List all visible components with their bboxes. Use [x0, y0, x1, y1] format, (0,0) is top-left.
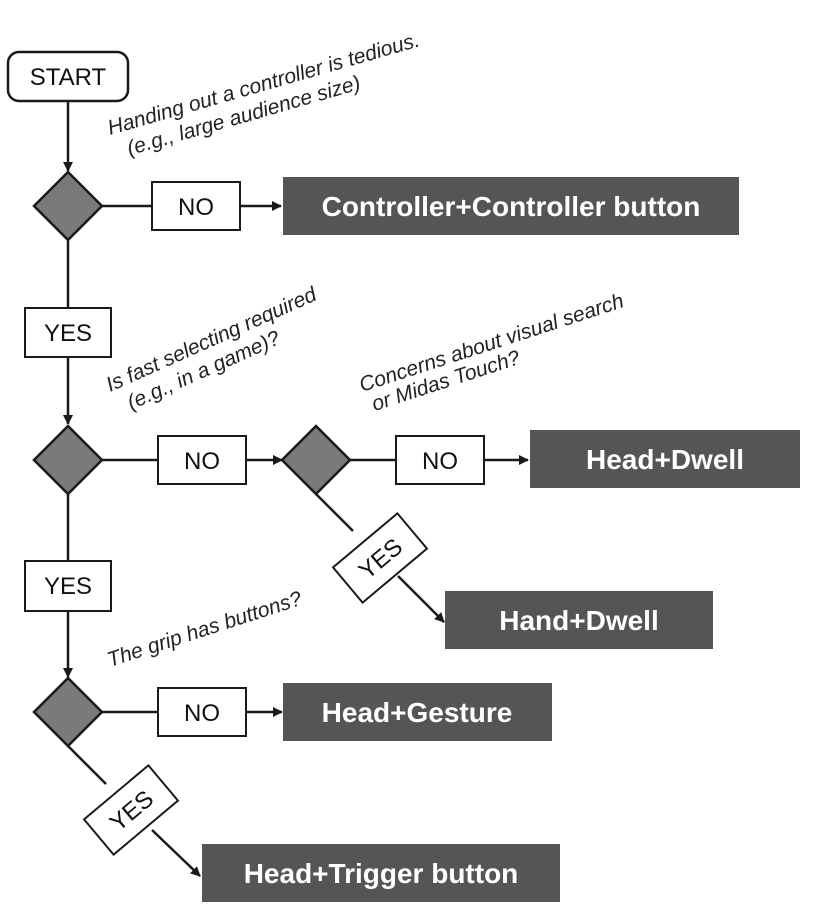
yes-label-2: YES — [44, 573, 92, 600]
result-controller: Controller+Controller button — [283, 177, 739, 235]
d3-to-yes3-connector — [315, 493, 354, 532]
yes-box-1-frame — [24, 307, 112, 358]
result-head-trigger-label: Head+Trigger button — [244, 858, 519, 889]
result-head-trigger: Head+Trigger button — [202, 844, 560, 902]
result-head-dwell-box — [530, 430, 800, 488]
result-head-dwell: Head+Dwell — [530, 430, 800, 488]
decision-diamond-1 — [32, 170, 104, 242]
question-3-line-1: Concerns about visual search — [356, 289, 626, 396]
result-head-trigger-box — [202, 844, 560, 902]
yes-box-2-frame — [24, 560, 112, 612]
d4-to-yes4-connector — [67, 745, 107, 785]
result-head-dwell-label: Head+Dwell — [586, 444, 744, 475]
yes-box-3-frame — [331, 511, 429, 605]
result-head-gesture-label: Head+Gesture — [322, 697, 513, 728]
decision-diamond-3 — [280, 424, 352, 496]
decision-diamond-2 — [32, 424, 104, 496]
question-4: The grip has buttons? — [104, 587, 305, 672]
no-label-4: NO — [184, 700, 220, 727]
result-hand-dwell-label: Hand+Dwell — [499, 605, 658, 636]
start-label: START — [30, 64, 107, 91]
yes-box-4-frame — [82, 763, 180, 857]
result-hand-dwell-box — [445, 591, 713, 649]
yes-box-4: YES — [82, 763, 180, 857]
no-box-2-frame — [157, 435, 247, 485]
result-controller-label: Controller+Controller button — [322, 191, 701, 222]
yes3-to-hand-dwell-connector — [397, 575, 445, 623]
decision-diamond-4 — [32, 676, 104, 748]
yes-box-1: YES — [24, 307, 112, 358]
question-2: Is fast selecting required (e.g., in a g… — [103, 282, 321, 414]
no-box-3: NO — [395, 435, 485, 485]
result-hand-dwell: Hand+Dwell — [445, 591, 713, 649]
no-label-3: NO — [422, 448, 458, 475]
result-head-gesture: Head+Gesture — [283, 683, 552, 741]
no-box-1-frame — [151, 181, 241, 231]
no-label-1: NO — [178, 194, 214, 221]
question-1-line-1: Handing out a controller is tedious. — [105, 29, 422, 140]
question-1: Handing out a controller is tedious. (e.… — [105, 29, 422, 161]
start-node: START — [6, 50, 130, 103]
no-box-1: NO — [151, 181, 241, 231]
result-controller-box — [283, 177, 739, 235]
question-4-line-1: The grip has buttons? — [104, 587, 305, 672]
no-label-2: NO — [184, 448, 220, 475]
start-box — [6, 50, 130, 103]
yes-box-2: YES — [24, 560, 112, 612]
no-box-4: NO — [157, 687, 247, 737]
question-3: Concerns about visual search or Midas To… — [356, 289, 626, 415]
yes4-to-head-trigger-connector — [151, 829, 201, 877]
no-box-2: NO — [157, 435, 247, 485]
no-box-3-frame — [395, 435, 485, 485]
yes-label-1: YES — [44, 320, 92, 347]
result-head-gesture-box — [283, 683, 552, 741]
no-box-4-frame — [157, 687, 247, 737]
